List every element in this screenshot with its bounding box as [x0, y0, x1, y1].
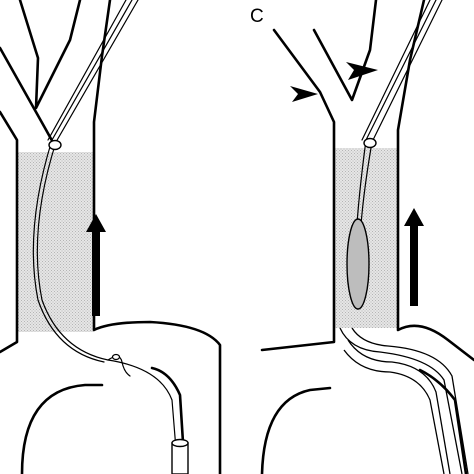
arrowhead-marker-icon [290, 86, 318, 102]
left-wire-loop [111, 353, 121, 361]
left-sheath-icon [171, 438, 189, 474]
left-arch-lower-wall [20, 383, 104, 474]
right-filter-marker [363, 137, 377, 149]
panel-label-c: C [250, 6, 264, 27]
left-subclavian-wall [150, 366, 187, 474]
left-vessel-right-wall [92, 0, 222, 474]
right-catheter-wire-3 [361, 0, 431, 141]
right-sheath-inner-2 [343, 349, 445, 474]
right-balloon [346, 218, 370, 310]
right-sheath-outer-2 [351, 327, 469, 474]
left-vessel-left-wall [0, 110, 19, 354]
right-sheath-inner-1 [347, 339, 451, 474]
left-catheter-wire-1 [36, 0, 179, 474]
right-vessel-left-wall [260, 28, 336, 352]
left-stenosis-region [17, 152, 94, 332]
right-subclavian-wall [418, 368, 468, 474]
right-branch-inner-v [312, 0, 378, 102]
right-sheath-outer-1 [339, 327, 463, 474]
left-catheter-wire-2 [32, 0, 133, 363]
right-vessel-right-wall [396, 0, 474, 362]
right-arch-lower-wall [260, 386, 332, 474]
left-panel [0, 0, 222, 474]
arrowhead-marker-icon [346, 62, 378, 80]
left-vessel-outer-wall [0, 46, 57, 148]
left-flow-up-arrow-icon [86, 214, 106, 316]
left-catheter-wire-3 [47, 0, 127, 141]
right-flow-up-arrow-icon [404, 208, 424, 306]
right-panel: C [250, 0, 474, 474]
left-filter-marker [48, 139, 62, 151]
left-branch-inner-v [18, 0, 82, 110]
